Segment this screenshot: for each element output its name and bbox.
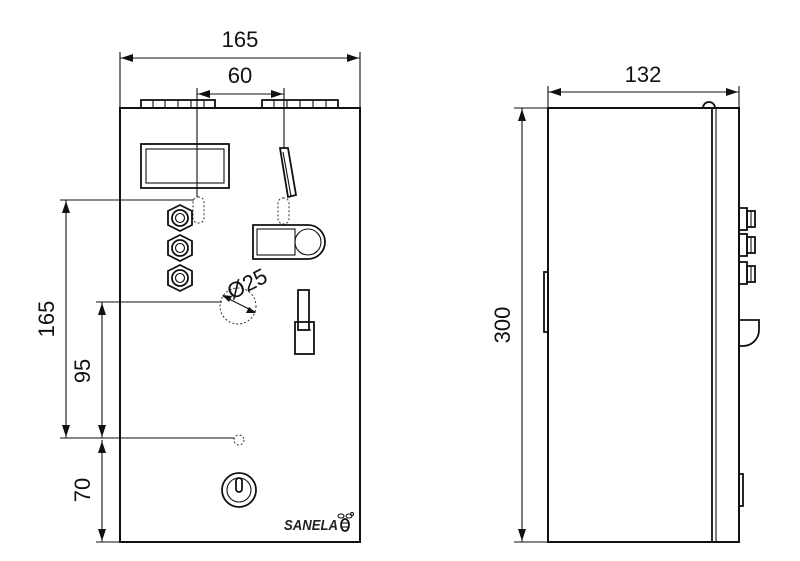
hidden-drain — [233, 434, 245, 446]
svg-text:SANELA: SANELA — [284, 517, 338, 534]
hex-nut-bottom — [167, 263, 193, 293]
release-lever — [294, 289, 315, 355]
front-view: Ø25 SANELA — [34, 27, 361, 543]
width-dimension: 165 — [119, 27, 361, 108]
height-middle-dim-label: 95 — [70, 359, 95, 383]
side-connector-middle — [738, 233, 756, 257]
sanela-logo: SANELA — [284, 511, 355, 534]
bee-icon — [337, 511, 355, 532]
hex-nut-middle — [167, 233, 193, 263]
wall-bracket — [543, 271, 549, 333]
top-vent-left — [140, 99, 216, 109]
key-lock — [221, 472, 257, 508]
height-dimension-upper: 165 — [34, 199, 234, 439]
width-dim-label: 165 — [222, 27, 259, 52]
side-height-dimension: 300 — [490, 107, 548, 543]
height-upper-dim-label: 165 — [34, 301, 59, 338]
hex-nut-top — [167, 203, 193, 233]
top-vent-right — [261, 99, 339, 109]
spacing-dim-label: 60 — [228, 63, 252, 88]
front-housing — [119, 107, 361, 543]
side-connector-bottom — [738, 261, 756, 285]
side-connector-top — [738, 207, 756, 231]
top-hinge — [702, 101, 716, 109]
spacing-dimension: 60 — [196, 63, 285, 197]
height-dimension-lower: 70 — [70, 440, 120, 543]
display-window — [140, 143, 230, 189]
depth-dim-label: 132 — [625, 62, 662, 87]
hidden-port-left — [192, 196, 205, 224]
coin-entry — [252, 224, 326, 260]
diameter-circle — [219, 287, 257, 325]
coin-slot-lever — [278, 147, 298, 199]
lock-bump — [738, 473, 744, 507]
depth-dimension: 132 — [547, 62, 740, 108]
hidden-port-right — [277, 197, 290, 225]
coin-tray — [739, 319, 760, 347]
side-height-dim-label: 300 — [490, 307, 515, 344]
height-dimension-middle: 95 — [70, 301, 222, 438]
side-view: 132 300 — [490, 62, 760, 543]
side-housing — [547, 107, 740, 543]
height-lower-dim-label: 70 — [70, 478, 95, 502]
